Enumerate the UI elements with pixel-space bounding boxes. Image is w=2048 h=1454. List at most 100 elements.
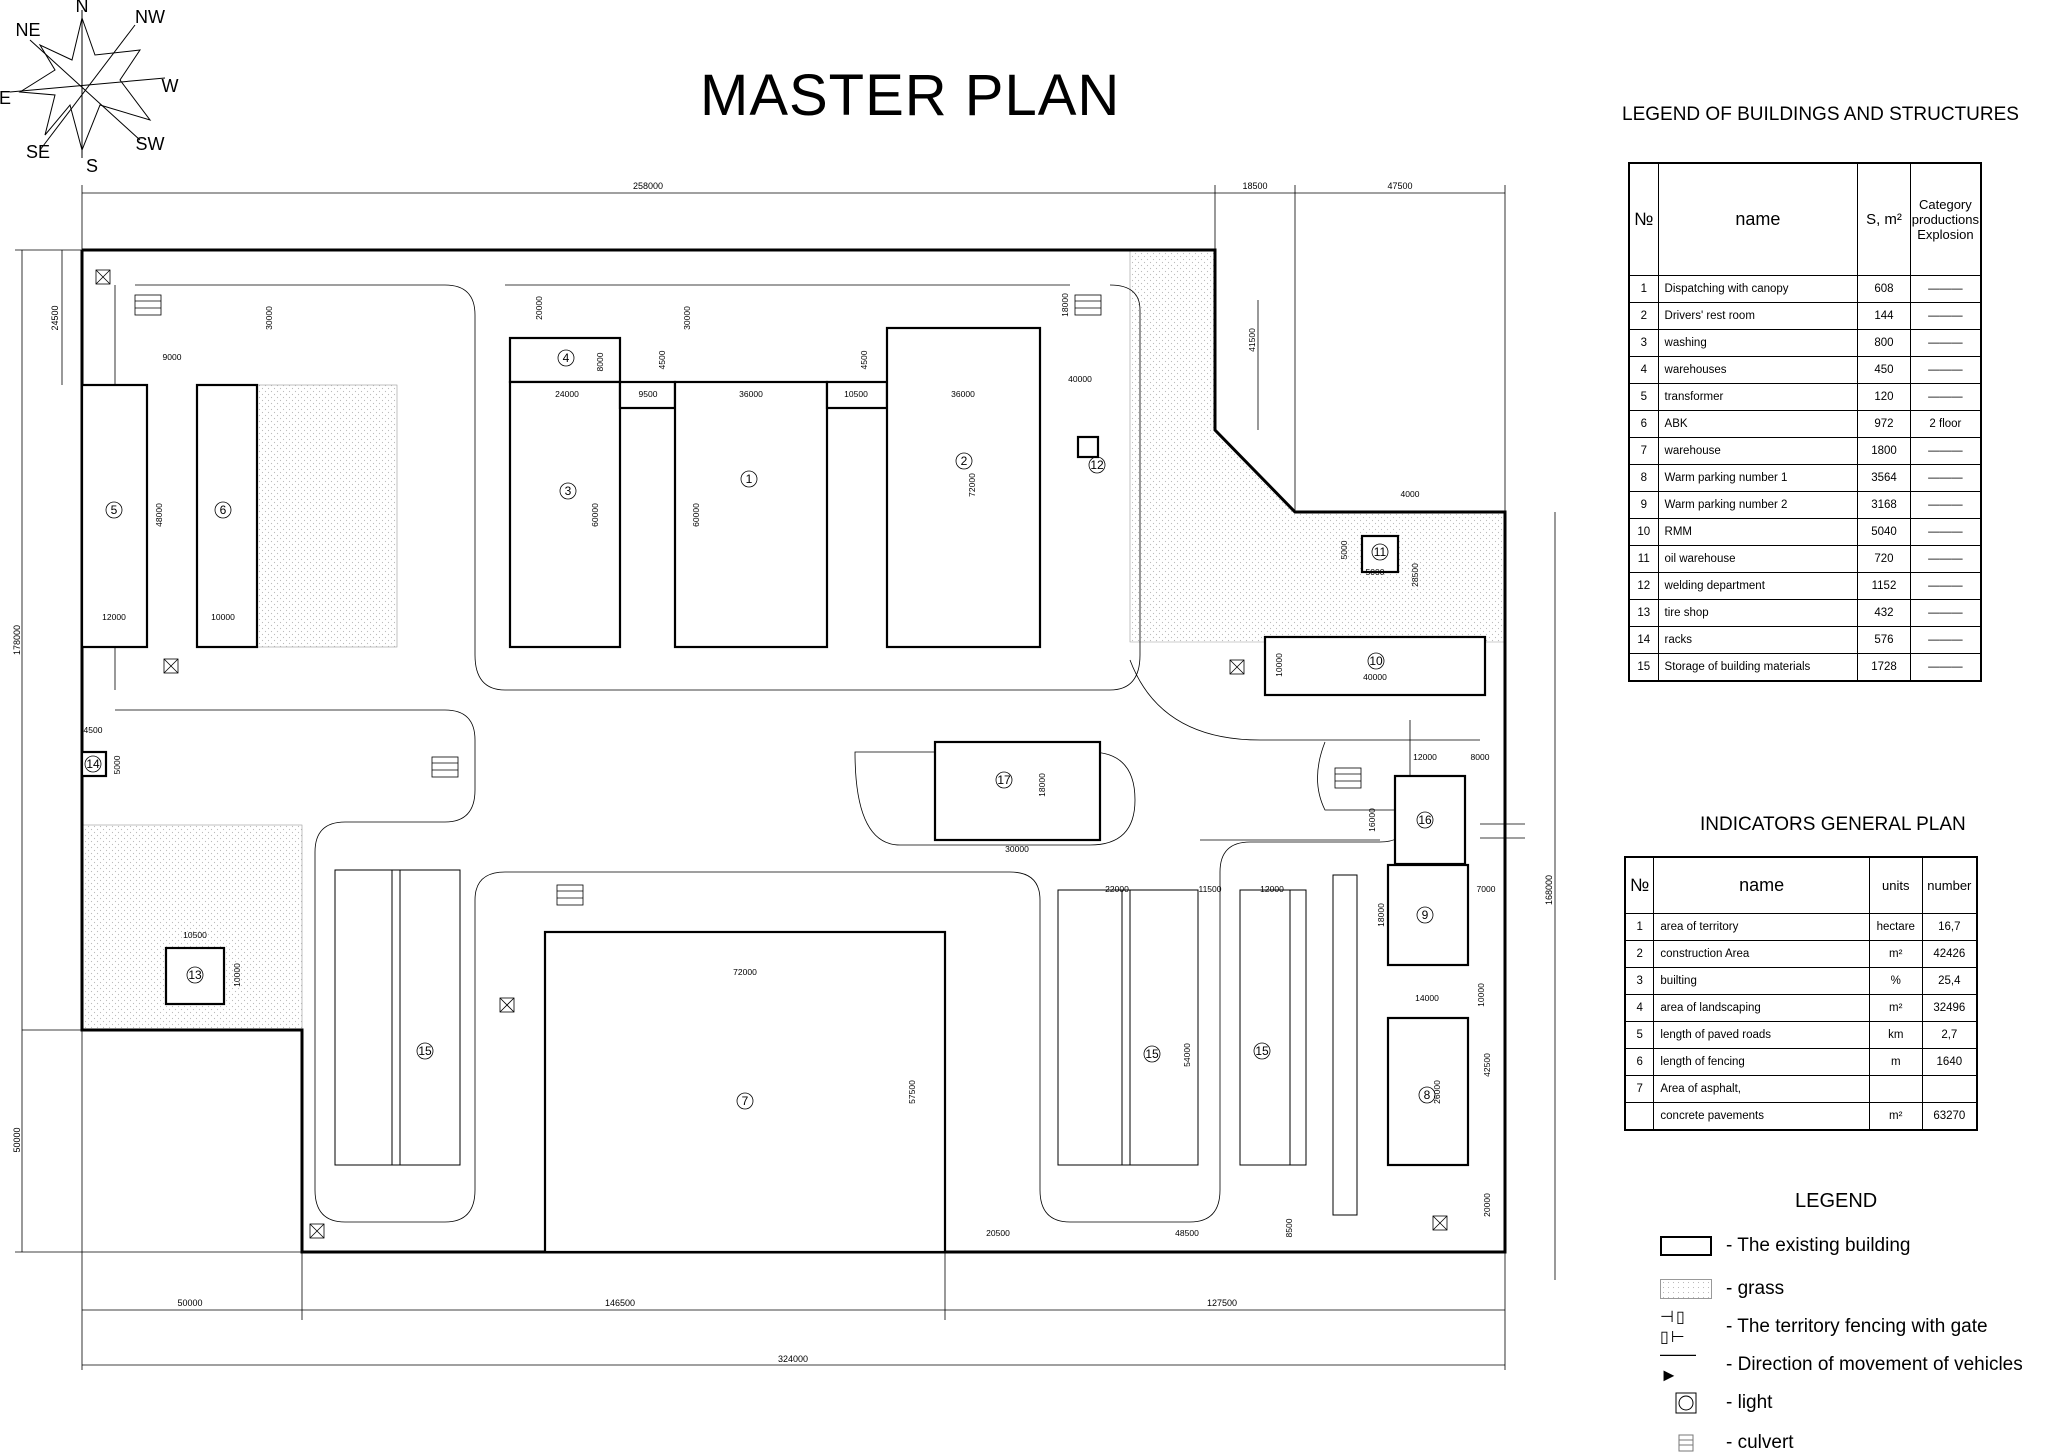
building-9 xyxy=(1386,863,1470,967)
label-building-15: 15 xyxy=(418,1044,432,1058)
row-no: 7 xyxy=(1624,1074,1655,1103)
light-icon xyxy=(1675,1392,1697,1414)
compass-w: W xyxy=(162,76,179,96)
row-name: builting xyxy=(1653,966,1870,995)
row-name: RMM xyxy=(1657,517,1859,546)
svg-text:60000: 60000 xyxy=(691,503,701,527)
building-10 xyxy=(1263,635,1487,697)
svg-text:20500: 20500 xyxy=(986,1228,1010,1238)
compass-s: S xyxy=(86,156,98,176)
legend-title: LEGEND xyxy=(1795,1190,1878,1212)
row-name: Warm parking number 2 xyxy=(1657,490,1859,519)
grass-areas xyxy=(81,249,1506,1031)
svg-text:36000: 36000 xyxy=(739,389,763,399)
row-name: Drivers' rest room xyxy=(1657,301,1859,330)
col-number: number xyxy=(1921,856,1978,914)
svg-text:18000: 18000 xyxy=(1060,293,1070,317)
fence-gate-icon: ⊣▯ ▯⊢ xyxy=(1660,1309,1687,1346)
row-number: 32496 xyxy=(1921,993,1978,1022)
legend-item-grass: - grass xyxy=(1660,1278,1784,1300)
svg-text:4500: 4500 xyxy=(657,350,667,369)
row-category: 2 floor xyxy=(1909,409,1982,438)
row-name: washing xyxy=(1657,328,1859,357)
svg-text:11500: 11500 xyxy=(1198,884,1221,894)
compass-sw: SW xyxy=(136,134,165,154)
row-category: ——— xyxy=(1909,490,1982,519)
indicators-title: INDICATORS GENERAL PLAN xyxy=(1700,814,1966,835)
label-building-17: 17 xyxy=(997,773,1011,787)
wind-rose-icon xyxy=(9,10,166,158)
svg-text:40000: 40000 xyxy=(1363,672,1387,682)
row-area: 800 xyxy=(1857,328,1911,357)
building-4 xyxy=(508,336,622,384)
row-category: ——— xyxy=(1909,436,1982,465)
dim-left-total: 178000 xyxy=(12,625,22,655)
row-category: ——— xyxy=(1909,355,1982,384)
row-area: 120 xyxy=(1857,382,1911,411)
row-category: ——— xyxy=(1909,382,1982,411)
row-name: length of fencing xyxy=(1653,1047,1870,1076)
row-number: 42426 xyxy=(1921,939,1978,968)
row-no: 6 xyxy=(1624,1047,1655,1076)
label-building-10: 10 xyxy=(1369,654,1383,668)
row-number: 2,7 xyxy=(1921,1020,1978,1049)
row-name: welding department xyxy=(1657,571,1859,600)
row-number: 1640 xyxy=(1921,1047,1978,1076)
svg-text:28500: 28500 xyxy=(1410,563,1420,587)
row-name: tire shop xyxy=(1657,598,1859,627)
svg-text:8000: 8000 xyxy=(595,352,605,371)
row-no: 2 xyxy=(1628,301,1659,330)
svg-text:72000: 72000 xyxy=(733,967,757,977)
row-name: concrete pavements xyxy=(1653,1101,1870,1130)
row-area: 972 xyxy=(1857,409,1911,438)
svg-text:12000: 12000 xyxy=(102,612,126,622)
label-building-12: 12 xyxy=(1090,458,1104,472)
row-units: hectare xyxy=(1868,912,1923,941)
building-6 xyxy=(195,383,259,649)
col-no: № xyxy=(1624,856,1655,914)
row-category: ——— xyxy=(1909,517,1982,546)
arrow-icon: ——► xyxy=(1660,1344,1696,1385)
col-area: S, m² xyxy=(1857,162,1911,276)
row-name: warehouses xyxy=(1657,355,1859,384)
row-name: transformer xyxy=(1657,382,1859,411)
dim-bottom-mid: 146500 xyxy=(605,1298,635,1308)
row-area: 432 xyxy=(1857,598,1911,627)
building-2 xyxy=(885,326,1042,649)
label-building-1: 1 xyxy=(746,472,753,486)
label-building-3: 3 xyxy=(565,484,572,498)
label-building-8: 8 xyxy=(1424,1088,1431,1102)
svg-text:24000: 24000 xyxy=(555,389,579,399)
svg-text:18000: 18000 xyxy=(1376,903,1386,927)
row-units xyxy=(1868,1074,1923,1103)
building-8 xyxy=(1386,1016,1470,1167)
row-no: 2 xyxy=(1624,939,1655,968)
row-no: 12 xyxy=(1628,571,1659,600)
legend-item-existing-building: - The existing building xyxy=(1660,1235,1910,1257)
row-area: 608 xyxy=(1857,274,1911,303)
row-name: area of landscaping xyxy=(1653,993,1870,1022)
compass-ne: NE xyxy=(15,20,40,40)
label-building-13: 13 xyxy=(188,968,202,982)
svg-text:41500: 41500 xyxy=(1247,328,1257,352)
building-5 xyxy=(80,383,149,649)
row-area: 144 xyxy=(1857,301,1911,330)
row-units: m² xyxy=(1868,1101,1923,1130)
row-units: m² xyxy=(1868,993,1923,1022)
svg-text:10000: 10000 xyxy=(211,612,235,622)
svg-text:14000: 14000 xyxy=(1415,993,1439,1003)
legend-item-light: - light xyxy=(1660,1392,1772,1414)
svg-text:8500: 8500 xyxy=(1284,1218,1294,1237)
legend-item-direction: ——► - Direction of movement of vehicles xyxy=(1660,1344,2023,1385)
svg-text:8000: 8000 xyxy=(1471,752,1490,762)
